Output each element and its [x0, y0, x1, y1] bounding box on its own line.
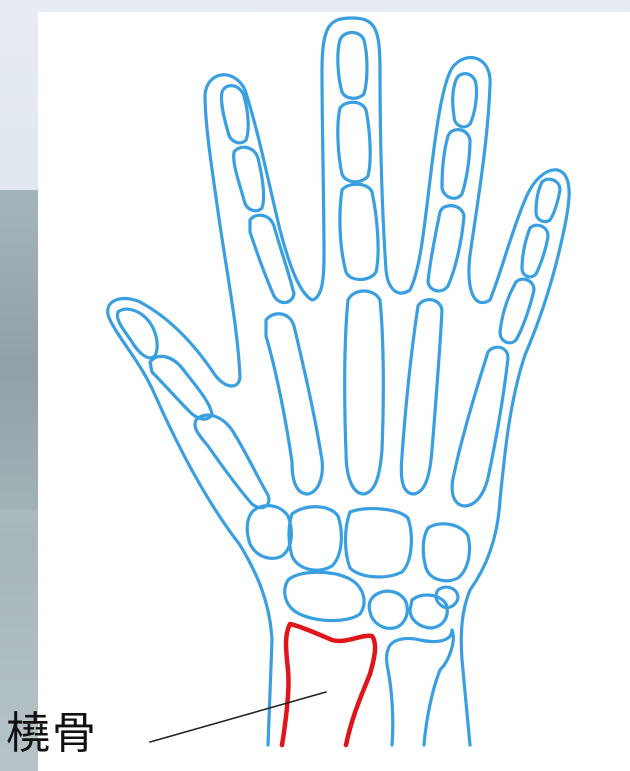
hamate-bone	[423, 524, 469, 581]
middle-middle-phalanx	[338, 102, 370, 182]
ring-distal-phalanx	[453, 74, 477, 127]
radius-bone-highlight	[282, 624, 375, 745]
little-proximal-phalanx	[500, 279, 534, 343]
trapezoid-bone	[289, 507, 341, 570]
ring-proximal-phalanx	[428, 206, 464, 291]
index-distal-phalanx	[221, 86, 248, 143]
middle-proximal-phalanx	[340, 184, 378, 279]
thumb-distal-phalanx	[117, 309, 157, 358]
middle-distal-phalanx	[338, 33, 367, 99]
capitate-bone	[346, 509, 412, 577]
radius-label: 橈骨	[6, 708, 98, 760]
ring-middle-phalanx	[442, 130, 470, 199]
ring-metacarpal	[401, 300, 442, 494]
little-distal-phalanx	[536, 179, 560, 221]
triquetrum-bone	[410, 595, 447, 628]
little-middle-phalanx	[522, 225, 548, 277]
little-metacarpal	[452, 347, 508, 506]
trapezium-bone	[247, 506, 291, 559]
thumb-proximal-phalanx	[150, 356, 212, 419]
index-middle-phalanx	[234, 147, 264, 211]
lunate-bone	[369, 591, 407, 628]
label-leader-line	[150, 692, 326, 742]
index-metacarpal	[266, 314, 322, 494]
middle-metacarpal	[345, 291, 384, 494]
scaphoid-bone	[285, 572, 364, 620]
ulna-bone	[387, 630, 454, 745]
